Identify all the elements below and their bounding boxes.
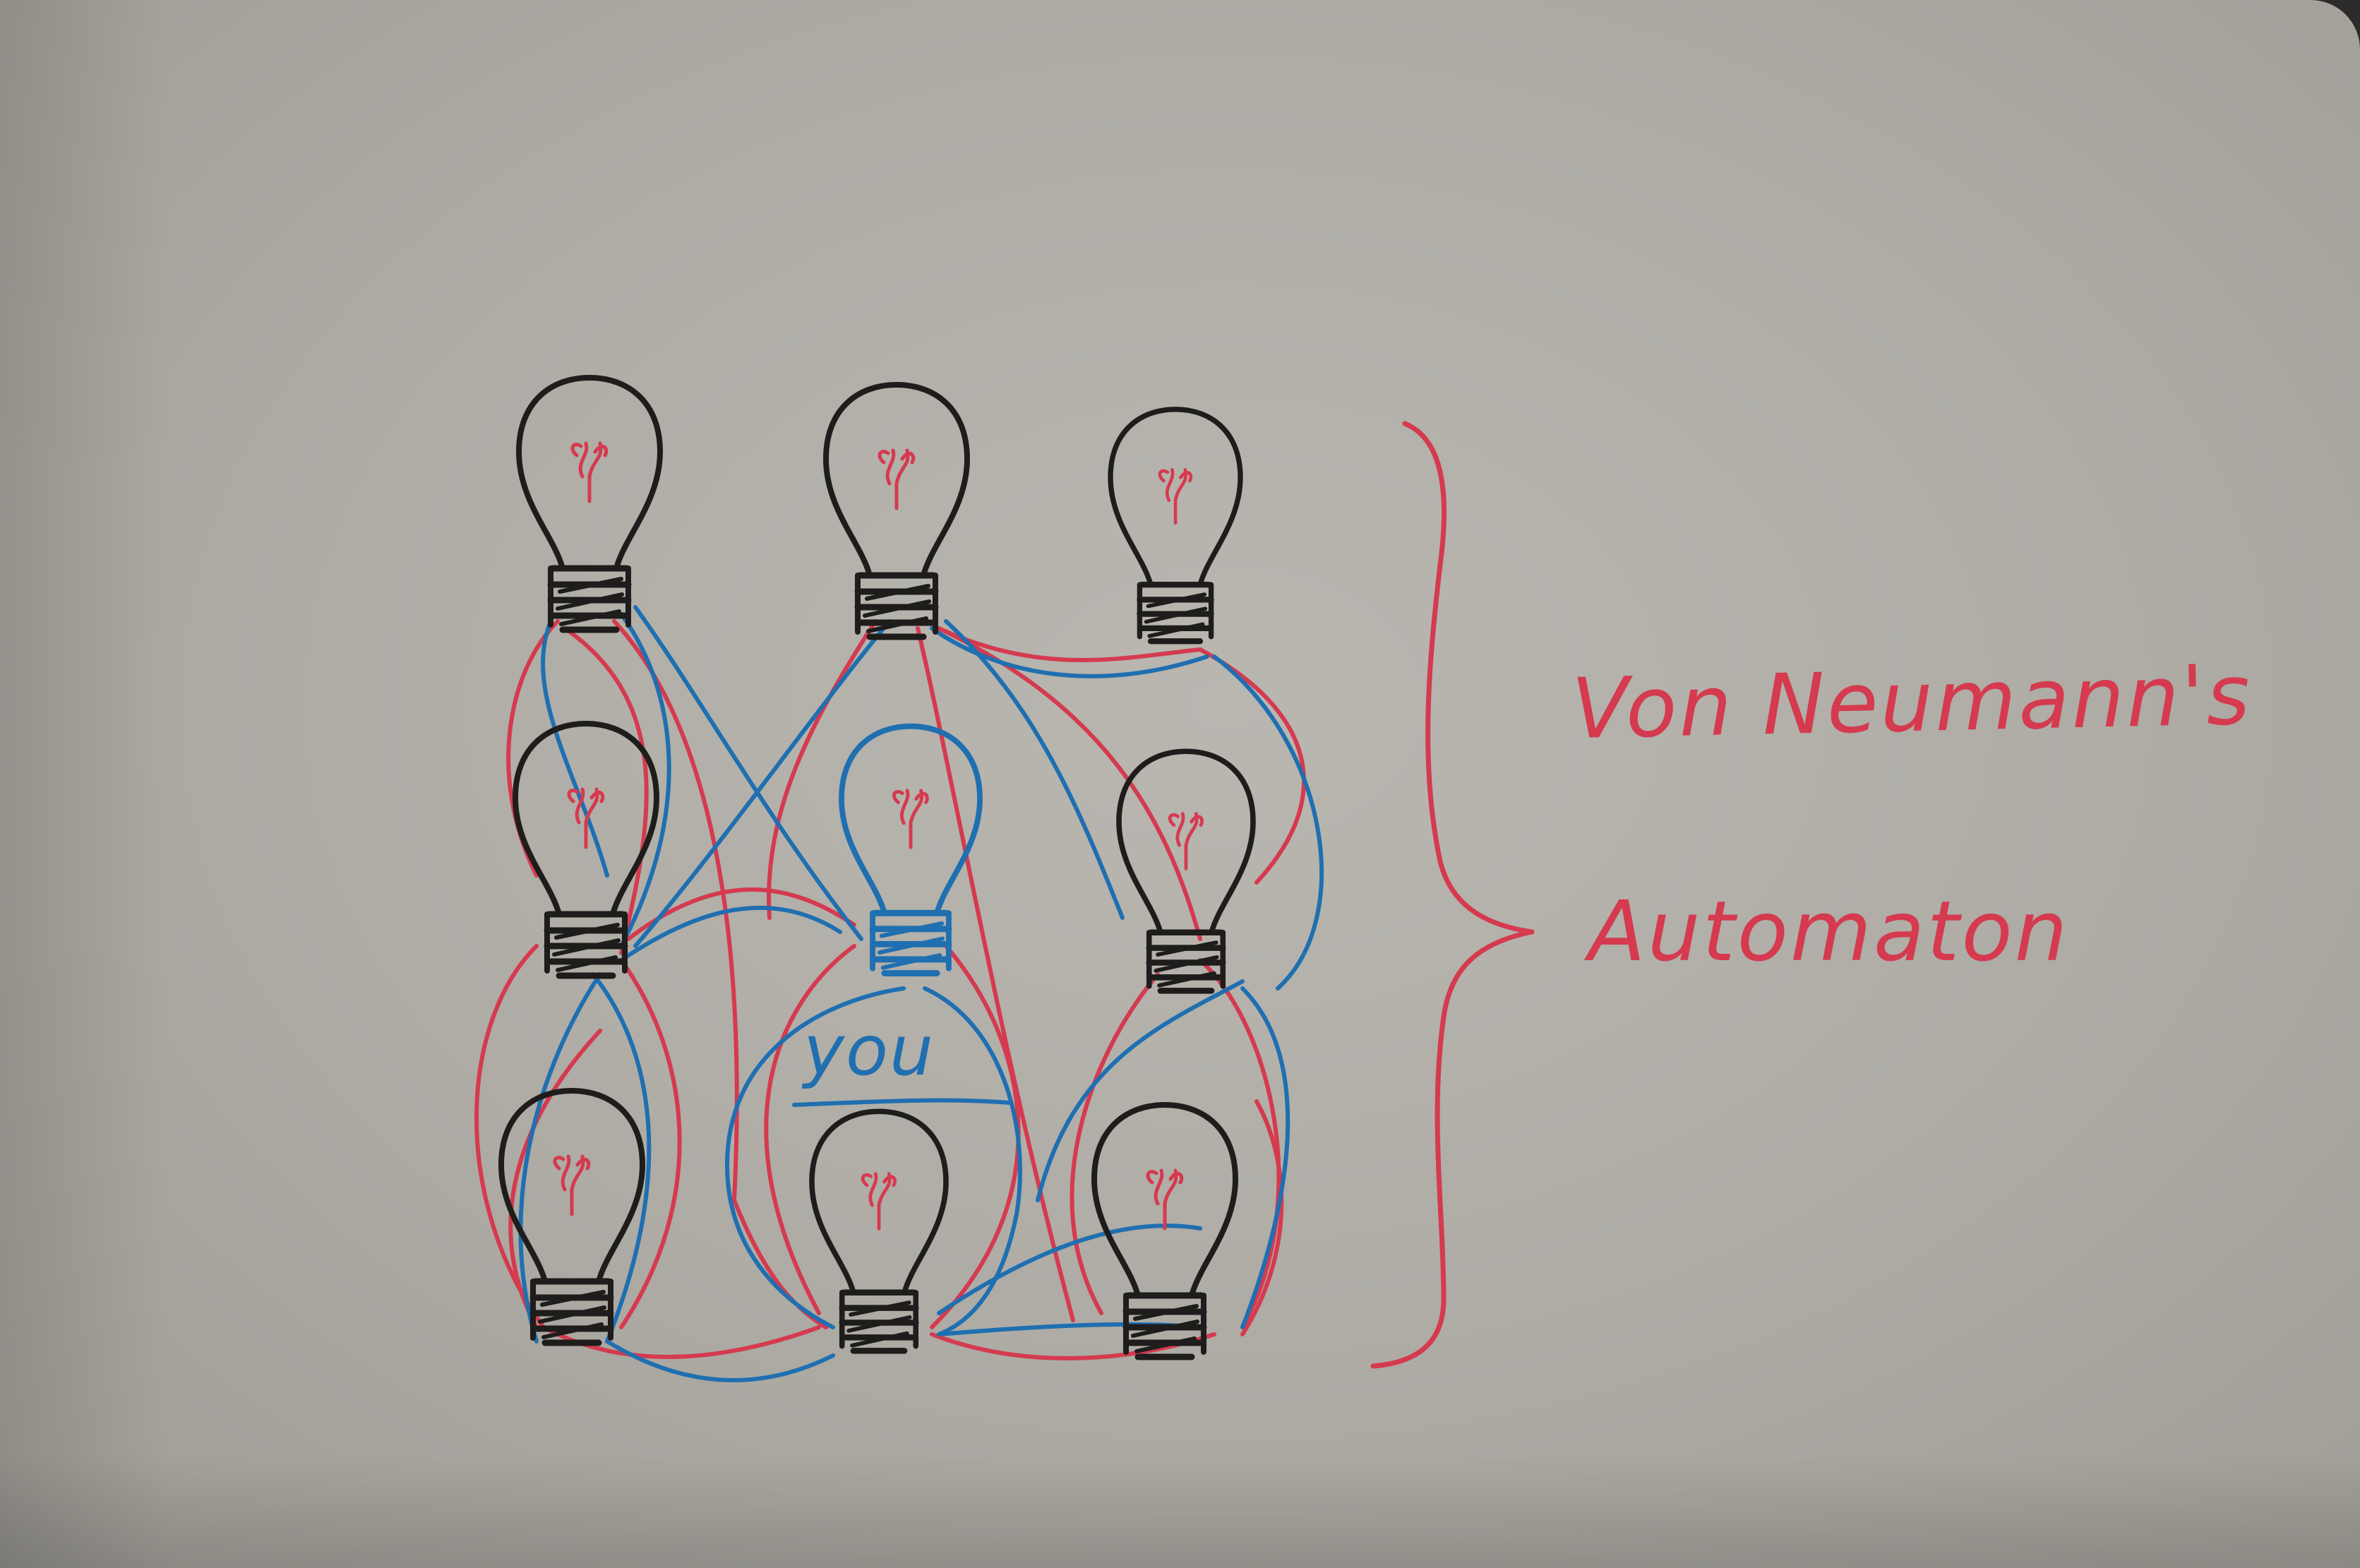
bulb-top-left [519,378,660,630]
bulb-top-right [1110,409,1240,641]
title-line-1: Von Neumann's [1570,645,2253,758]
title-line-2: Automaton [1588,882,2070,980]
bulb-top-center [826,385,967,637]
you-underline [792,1098,1012,1107]
bulb-middle-left [515,724,657,976]
bulb-center-you [841,726,980,974]
bulb-middle-right [1119,751,1253,991]
you-label: you [803,1011,935,1091]
curly-brace [1370,421,1535,1369]
bulb-bottom-center [812,1111,946,1351]
